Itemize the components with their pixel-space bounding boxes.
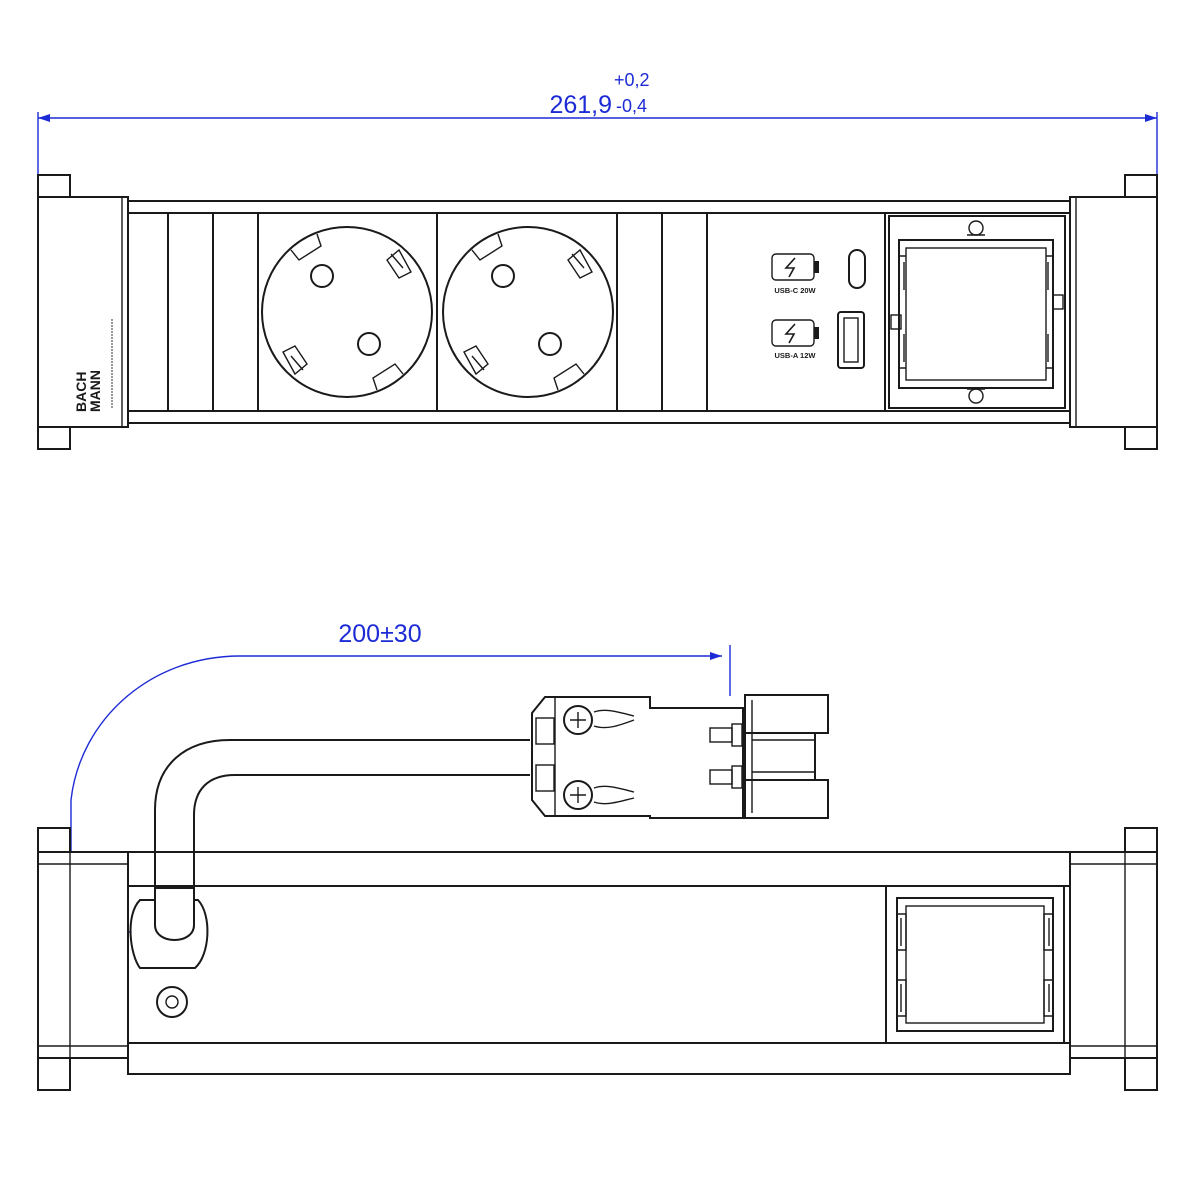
overall-length-tol-minus: -0,4 — [616, 96, 647, 116]
usb-a-label: USB-A 12W — [775, 351, 817, 360]
usb-a-port — [837, 311, 865, 369]
overall-length-tol-plus: +0,2 — [614, 70, 650, 90]
top-view: 261,9 +0,2 -0,4 BACH MANN — [37, 70, 1158, 450]
mounting-hole — [156, 986, 188, 1018]
usb-c-port — [848, 249, 866, 289]
usb-a-charge-icon — [784, 323, 796, 344]
left-end-cap: BACH MANN — [37, 174, 129, 450]
top-body — [127, 200, 1071, 424]
usb-module: USB-C 20W USB-A 12W — [771, 249, 866, 369]
schuko-socket-1 — [261, 226, 433, 398]
usb-c-label: USB-C 20W — [774, 286, 816, 295]
cable-gland — [129, 887, 209, 1018]
brand-label-line2: MANN — [87, 370, 103, 412]
connector-plug — [531, 694, 829, 819]
right-end-cap — [1069, 174, 1158, 450]
cable — [154, 739, 530, 925]
left-end-cap-bottom — [37, 827, 129, 1091]
empty-module-frame-bottom — [885, 885, 1065, 1044]
usb-c-charge-icon — [784, 257, 796, 278]
schuko-socket-2 — [442, 226, 614, 398]
overall-length-value: 261,9 — [549, 91, 612, 119]
brand-label-line1: BACH — [73, 372, 89, 412]
right-end-cap-bottom — [1069, 827, 1158, 1091]
cable-length-value: 200±30 — [338, 620, 421, 648]
terminal-screw-1 — [563, 705, 593, 735]
empty-module-frame-top — [888, 215, 1066, 409]
terminal-screw-2 — [563, 780, 593, 810]
overall-length-dimension: 261,9 +0,2 -0,4 — [37, 70, 1158, 178]
bottom-view: 200±30 — [37, 620, 1158, 1091]
